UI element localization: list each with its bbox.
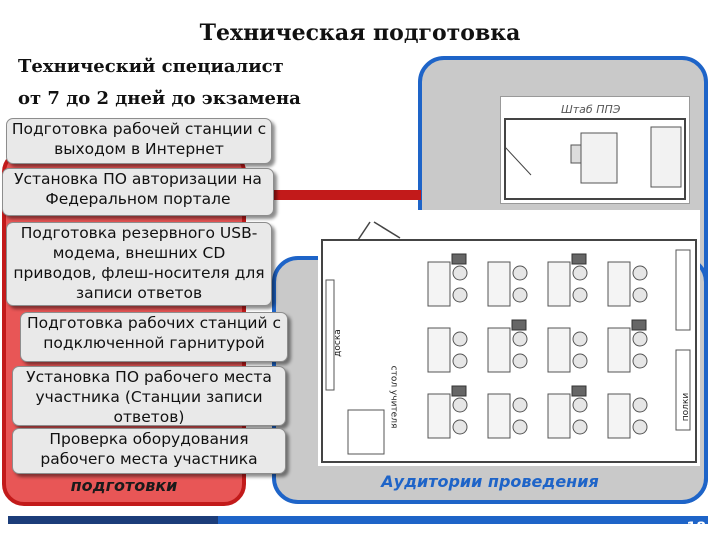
role-subtitle: Технический специалист <box>18 56 284 77</box>
desk <box>547 393 571 439</box>
desk <box>547 327 571 373</box>
ppe-hq-label: Штаб ППЭ <box>561 103 621 116</box>
chair <box>512 287 528 303</box>
chair <box>632 331 648 347</box>
chair <box>452 419 468 435</box>
chair <box>572 265 588 281</box>
classroom-plan-drawing <box>321 221 697 463</box>
step-participant-software: Установка ПО рабочего места участника (С… <box>12 366 286 426</box>
audience-label: Аудитории проведения <box>381 472 599 491</box>
chair <box>452 265 468 281</box>
computer <box>511 319 527 331</box>
chair <box>572 397 588 413</box>
desk <box>427 261 451 307</box>
step-workstation-internet: Подготовка рабочей станции с выходом в И… <box>6 118 272 164</box>
chair <box>632 419 648 435</box>
computer <box>571 253 587 265</box>
desk <box>487 261 511 307</box>
connector-bar <box>246 190 421 200</box>
footer-bar <box>8 516 708 524</box>
chair <box>632 353 648 369</box>
ppe-hq-floor-plan: Штаб ППЭ <box>500 96 690 204</box>
chair <box>452 397 468 413</box>
desk <box>427 327 451 373</box>
chair <box>632 265 648 281</box>
chair <box>452 353 468 369</box>
desk <box>427 393 451 439</box>
page-number: 18 <box>686 520 706 536</box>
footer-accent <box>8 516 218 524</box>
chair <box>572 287 588 303</box>
desk <box>607 261 631 307</box>
chair <box>452 331 468 347</box>
desk <box>487 393 511 439</box>
computer <box>451 385 467 397</box>
preparation-label: подготовки <box>70 476 178 495</box>
computer <box>571 385 587 397</box>
chair <box>512 419 528 435</box>
chair <box>512 397 528 413</box>
chair <box>632 287 648 303</box>
shelves-label: полки <box>681 392 692 422</box>
board-label: доска <box>332 329 343 357</box>
step-backup-modem: Подготовка резервного USB-модема, внешни… <box>6 222 272 306</box>
desk <box>607 327 631 373</box>
chair <box>632 397 648 413</box>
ppe-hq-plan-drawing <box>504 118 686 200</box>
classroom-floor-plan: доска стол учителя полки <box>318 210 700 466</box>
chair <box>572 353 588 369</box>
timeframe-subtitle: от 7 до 2 дней до экзамена <box>18 88 301 109</box>
chair <box>512 265 528 281</box>
desk <box>487 327 511 373</box>
chair <box>452 287 468 303</box>
chair <box>512 331 528 347</box>
step-auth-software: Установка ПО авторизации на Федеральном … <box>2 168 274 216</box>
computer <box>451 253 467 265</box>
chair <box>512 353 528 369</box>
chair <box>572 331 588 347</box>
chair <box>572 419 588 435</box>
step-equipment-check: Проверка оборудования рабочего места уча… <box>12 428 286 474</box>
desk <box>607 393 631 439</box>
computer <box>631 319 647 331</box>
desk <box>547 261 571 307</box>
step-headset-workstations: Подготовка рабочих станций с подключенно… <box>20 312 288 362</box>
lectern-label: стол учителя <box>388 365 399 429</box>
page-title: Техническая подготовка <box>199 20 521 46</box>
